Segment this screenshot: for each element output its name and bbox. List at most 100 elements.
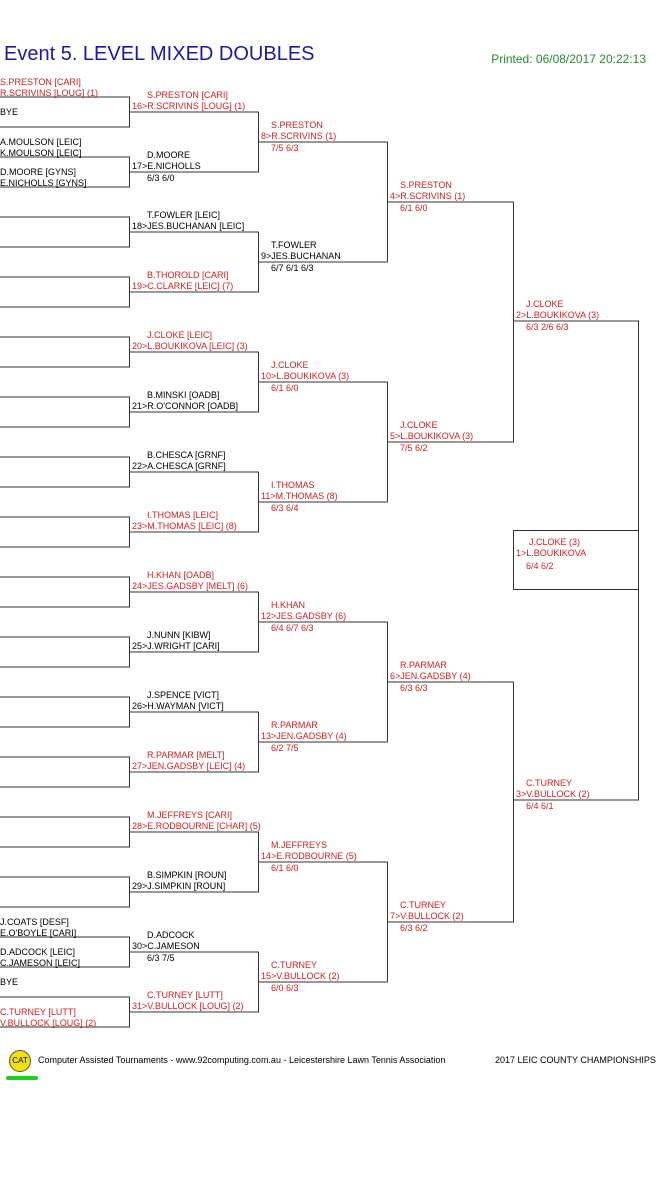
r1-player-b: V.BULLOCK [LOUG] (2) [0,1017,97,1028]
r2-player-b: 20>L.BOUKIKOVA [LEIC] (3) [132,340,248,351]
r3-player-b: 13>JEN.GADSBY (4) [261,730,347,741]
r2-player-a: J.SPENCE [VICT] [147,689,220,700]
r2-player-a: D.ADCOCK [147,929,195,940]
r2-player-b: 22>A.CHESCA [GRNF] [132,460,226,471]
r2-player-a: S.PRESTON [CARI] [147,89,228,100]
r5-score: 6/4 6/1 [526,800,554,811]
r3-player-b: 8>R.SCRIVINS (1) [261,130,337,141]
r2-player-a: J.NUNN [KIBW] [147,629,211,640]
champion-score: 6/4 6/2 [526,561,554,571]
r3-score: 6/2 7/5 [271,742,299,753]
r3-player-b: 9>JES.BUCHANAN [261,250,341,261]
r4-player-b: 5>L.BOUKIKOVA (3) [390,430,474,441]
r3-score: 6/4 6/7 6/3 [271,622,314,633]
r1-player-a: D.MOORE [GYNS] [0,166,77,177]
r2-player-a: D.MOORE [147,149,191,160]
r3-player-a: S.PRESTON [271,119,323,130]
r4-score: 7/5 6/2 [400,442,428,453]
r5-player-a: C.TURNEY [526,777,573,788]
r1-player-a: D.ADCOCK [LEIC] [0,946,76,957]
r3-player-a: I.THOMAS [271,479,315,490]
r4-player-b: 6>JEN.GADSBY (4) [390,670,471,681]
r4-player-a: S.PRESTON [400,179,452,190]
r1-player-b: E.O'BOYLE [CARI] [0,927,77,938]
r1-player-a: S.PRESTON [CARI] [0,76,81,87]
r3-score: 6/3 6/4 [271,502,299,513]
r3-score: 7/5 6/3 [271,142,299,153]
r3-score: 6/0 6/3 [271,982,299,993]
r2-player-a: C.TURNEY [LUTT] [147,989,223,1000]
r3-score: 6/1 6/0 [271,382,299,393]
r3-player-a: J.CLOKE [271,359,309,370]
r5-score: 6/3 2/6 6/3 [526,321,569,332]
champion-b: 1>L.BOUKIKOVA [516,548,587,558]
r1-player-a: BYE [0,976,19,987]
r3-player-a: T.FOWLER [271,239,317,250]
logo-underline [6,1076,38,1080]
page-title: Event 5. LEVEL MIXED DOUBLES [4,43,315,65]
r5-player-b: 3>V.BULLOCK (2) [516,788,590,799]
r3-player-b: 12>JES.GADSBY (6) [261,610,347,621]
r2-player-b: 27>JEN.GADSBY [LEIC] (4) [132,760,246,771]
printed-timestamp: Printed: 06/08/2017 20:22:13 [491,52,646,66]
r2-player-a: B.MINSKI [OADB] [147,389,220,400]
r3-score: 6/7 6/1 6/3 [271,262,314,273]
r2-player-b: 16>R.SCRIVINS [LOUG] (1) [132,100,246,111]
r3-player-a: H.KHAN [271,599,306,610]
r1-player-a: BYE [0,106,19,117]
r4-player-b: 7>V.BULLOCK (2) [390,910,464,921]
r3-player-b: 14>E.RODBOURNE (5) [261,850,357,861]
r2-player-a: M.JEFFREYS [CARI] [147,809,233,820]
r4-player-a: J.CLOKE [400,419,438,430]
r2-player-a: J.CLOKE [LEIC] [147,329,213,340]
r1-player-b: E.NICHOLLS [GYNS] [0,177,87,188]
r1-player-b: R.SCRIVINS [LOUG] (1) [0,87,99,98]
r1-player-a: C.TURNEY [LUTT] [0,1006,76,1017]
r3-player-a: M.JEFFREYS [271,839,328,850]
r2-player-a: B.CHESCA [GRNF] [147,449,226,460]
r2-player-b: 24>JES.GADSBY [MELT] (6) [132,580,248,591]
r3-score: 6/1 6/0 [271,862,299,873]
r2-player-a: B.THOROLD [CARI] [147,269,229,280]
r3-player-a: R.PARMAR [271,719,318,730]
r3-player-b: 11>M.THOMAS (8) [261,490,338,501]
r1-player-a: A.MOULSON [LEIC] [0,136,82,147]
r2-score: 6/3 6/0 [147,172,175,183]
footer-credit: Computer Assisted Tournaments - www.92co… [38,1055,446,1065]
r4-player-a: C.TURNEY [400,899,447,910]
r2-player-b: 19>C.CLARKE [LEIC] (7) [132,280,234,291]
r5-player-a: J.CLOKE [526,298,564,309]
r1-player-b: K.MOULSON [LEIC] [0,147,82,158]
r2-player-a: T.FOWLER [LEIC] [147,209,221,220]
r4-player-b: 4>R.SCRIVINS (1) [390,190,466,201]
r2-player-b: 17>E.NICHOLLS [132,160,201,171]
r2-player-b: 21>R.O'CONNOR [OADB] [132,400,238,411]
r2-player-b: 30>C.JAMESON [132,940,200,951]
r2-player-a: B.SIMPKIN [ROUN] [147,869,227,880]
cat-logo: CAT [9,1050,31,1072]
r2-player-a: R.PARMAR [MELT] [147,749,225,760]
r1-player-a: J.COATS [DESF] [0,916,69,927]
r2-player-b: 25>J.WRIGHT [CARI] [132,640,220,651]
footer-event: 2017 LEIC COUNTY CHAMPIONSHIPS [495,1055,656,1065]
r4-player-a: R.PARMAR [400,659,447,670]
r3-player-b: 15>V.BULLOCK (2) [261,970,340,981]
r3-player-b: 10>L.BOUKIKOVA (3) [261,370,350,381]
r2-player-b: 28>E.RODBOURNE [CHAR] (5) [132,820,261,831]
r4-score: 6/3 6/3 [400,682,428,693]
r2-player-b: 29>J.SIMPKIN [ROUN] [132,880,226,891]
r2-player-b: 31>V.BULLOCK [LOUG] (2) [132,1000,244,1011]
r2-player-b: 18>JES.BUCHANAN [LEIC] [132,220,245,231]
r1-player-b: C.JAMESON [LEIC] [0,957,81,968]
r2-score: 6/3 7/5 [147,952,175,963]
r2-player-b: 26>H.WAYMAN [VICT] [132,700,224,711]
r4-score: 6/3 6/2 [400,922,428,933]
r2-player-a: H.KHAN [OADB] [147,569,215,580]
r2-player-a: I.THOMAS [LEIC] [147,509,219,520]
r5-player-b: 2>L.BOUKIKOVA (3) [516,309,600,320]
r3-player-a: C.TURNEY [271,959,318,970]
r2-player-b: 23>M.THOMAS [LEIC] (8) [132,520,237,531]
champion-a: J.CLOKE (3) [529,537,581,547]
r4-score: 6/1 6/0 [400,202,428,213]
